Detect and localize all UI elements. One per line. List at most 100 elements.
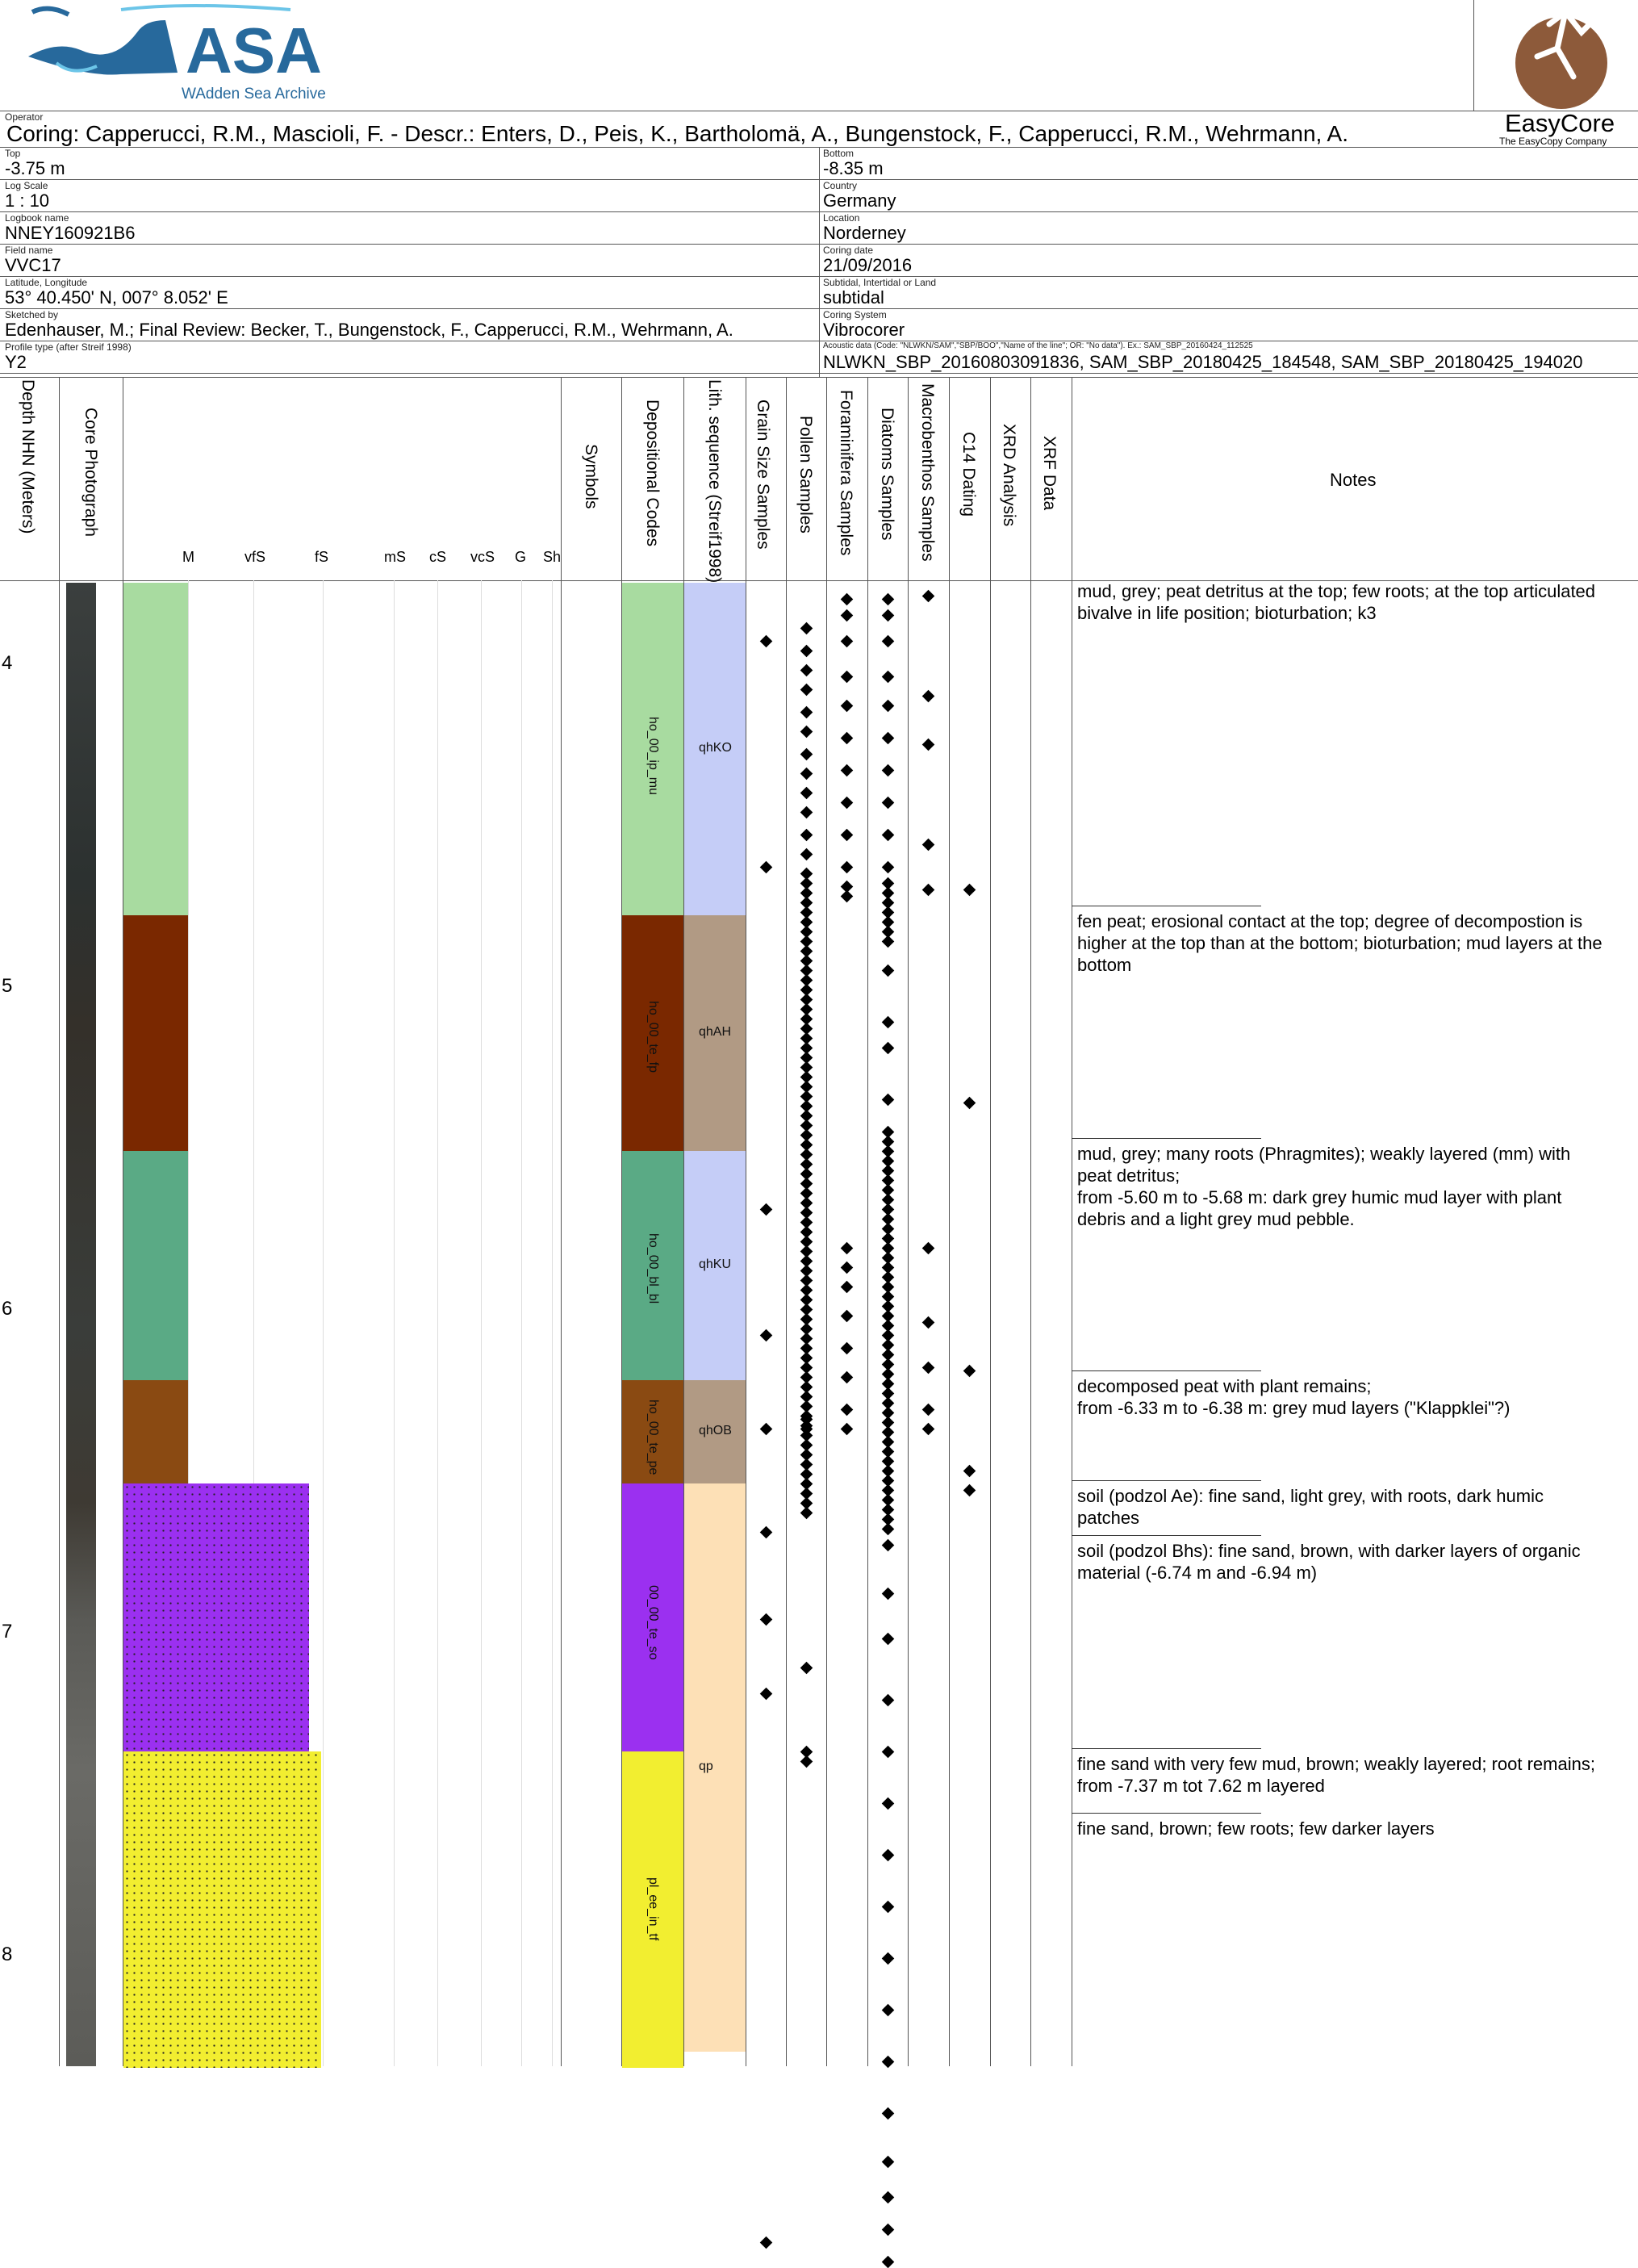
col-header-xrf: XRF Data	[1040, 436, 1059, 511]
note-line-text: from -6.33 m to -6.38 m: grey mud layers…	[1077, 1398, 1511, 1418]
field-value: 1 : 10	[5, 190, 50, 211]
pollen-sample-marker	[800, 1506, 813, 1520]
note-leader	[1072, 1370, 1261, 1371]
grain_size-sample-marker	[759, 634, 773, 648]
note-line-text: debris and a light grey mud pebble.	[1077, 1209, 1355, 1229]
note-line-text: mud, grey; many roots (Phragmites); weak…	[1077, 1144, 1571, 1164]
foraminifera-sample-marker	[840, 764, 854, 777]
diatoms-sample-marker	[881, 634, 895, 648]
grain-class-label: fS	[315, 549, 329, 565]
field-label: Sketched by	[5, 309, 59, 320]
foraminifera-sample-marker	[840, 1341, 854, 1355]
diatoms-sample-marker	[881, 592, 895, 606]
pollen-sample-marker	[800, 663, 813, 677]
lithology-column-block	[123, 1380, 188, 1483]
macrobenthos-sample-marker	[921, 1403, 935, 1416]
c14-sample-marker	[963, 1483, 976, 1497]
col-header-macrobenthos: Macrobenthos Samples	[918, 383, 937, 562]
foraminifera-sample-marker	[840, 1422, 854, 1436]
col-header-depositional-codes: Depositional Codes	[643, 400, 662, 547]
grain-class-label: cS	[429, 549, 447, 565]
note-text: fine sand, brown; few roots; few darker …	[1077, 1818, 1634, 1839]
grain-class-label: M	[182, 549, 194, 565]
macrobenthos-sample-marker	[921, 883, 935, 897]
field-value: Norderney	[823, 223, 906, 243]
foraminifera-sample-marker	[840, 699, 854, 713]
macrobenthos-sample-marker	[921, 1241, 935, 1255]
field-value: -3.75 m	[5, 158, 65, 178]
macrobenthos-sample-marker	[921, 1361, 935, 1375]
foraminifera-sample-marker	[840, 828, 854, 842]
foraminifera-sample-marker	[840, 634, 854, 648]
diatoms-sample-marker	[881, 2155, 895, 2169]
field-value: Vibrocorer	[823, 320, 905, 340]
field-label: Coring System	[823, 309, 887, 320]
company-name: EasyCore	[1505, 109, 1615, 137]
col-header-symbols: Symbols	[582, 444, 600, 509]
foraminifera-sample-marker	[840, 889, 854, 903]
pollen-sample-marker	[800, 828, 813, 842]
grain_size-sample-marker	[759, 1613, 773, 1626]
note-line-text: bivalve in life position; bioturbation; …	[1077, 603, 1377, 623]
lith-sequence-block	[684, 583, 746, 915]
lithology-column-block	[123, 1483, 309, 1751]
grain_size-sample-marker	[759, 2236, 773, 2249]
diatoms-sample-marker	[881, 1693, 895, 1707]
field-label: Logbook name	[5, 212, 69, 224]
foraminifera-sample-marker	[840, 796, 854, 810]
foraminifera-sample-marker	[840, 1280, 854, 1294]
note-text: soil (podzol Bhs): fine sand, brown, wit…	[1077, 1540, 1634, 1584]
macrobenthos-sample-marker	[921, 689, 935, 703]
core-photograph	[66, 583, 96, 2066]
depositional-code-label: ho_00_te_pe	[646, 1400, 660, 1475]
note-line-text: patches	[1077, 1508, 1140, 1528]
field-label: Country	[823, 180, 858, 191]
grain-class-label: vcS	[470, 549, 495, 565]
pollen-sample-marker	[800, 806, 813, 819]
diatoms-sample-marker	[881, 1587, 895, 1601]
col-header-depth: Depth NHN (Meters)	[19, 379, 37, 534]
diatoms-sample-marker	[881, 2003, 895, 2017]
wasa-logo-graphic: ASA	[28, 4, 322, 86]
grain_size-sample-marker	[759, 1329, 773, 1342]
depth-tick-label: 5	[2, 975, 13, 997]
note-line-text: decomposed peat with plant remains;	[1077, 1376, 1372, 1396]
diatoms-sample-marker	[881, 935, 895, 948]
col-header-diatoms: Diatoms Samples	[878, 408, 896, 541]
pollen-sample-marker	[800, 786, 813, 800]
grain_size-sample-marker	[759, 1687, 773, 1701]
note-leader	[1072, 1480, 1261, 1481]
note-text: fine sand with very few mud, brown; weak…	[1077, 1753, 1634, 1797]
diatoms-sample-marker	[881, 1848, 895, 1862]
depositional-code-label: 00_00_te_so	[646, 1585, 660, 1660]
col-header-pollen: Pollen Samples	[796, 416, 815, 534]
lithology-column-block	[123, 1751, 321, 2068]
col-header-foraminifera: Foraminifera Samples	[837, 390, 855, 556]
grain_size-sample-marker	[759, 1422, 773, 1436]
field-value: 21/09/2016	[823, 255, 913, 275]
diatoms-sample-marker	[881, 1745, 895, 1759]
depth-tick-label: 4	[2, 652, 13, 674]
note-leader	[1072, 1535, 1261, 1536]
note-text: mud, grey; peat detritus at the top; few…	[1077, 580, 1634, 624]
lith-sequence-label: qhKU	[699, 1257, 732, 1271]
depositional-code-label: ho_00_ip_mu	[646, 717, 660, 795]
c14-sample-marker	[963, 1364, 976, 1378]
field-value: VVC17	[5, 255, 61, 275]
col-header-c14: C14 Dating	[959, 432, 978, 517]
note-line-text: bottom	[1077, 955, 1132, 975]
foraminifera-sample-marker	[840, 1261, 854, 1274]
diatoms-sample-marker	[881, 1015, 895, 1029]
field-label: Log Scale	[5, 180, 48, 191]
pollen-sample-marker	[800, 621, 813, 635]
diatoms-sample-marker	[881, 1522, 895, 1536]
field-value: subtidal	[823, 287, 884, 308]
lithology-column-block	[123, 1151, 188, 1380]
foraminifera-sample-marker	[840, 670, 854, 684]
field-divider	[0, 308, 1638, 309]
diatoms-sample-marker	[881, 2191, 895, 2204]
macrobenthos-sample-marker	[921, 589, 935, 603]
diatoms-sample-marker	[881, 828, 895, 842]
field-value: Germany	[823, 190, 896, 211]
depth-tick-label: 8	[2, 1944, 13, 1965]
